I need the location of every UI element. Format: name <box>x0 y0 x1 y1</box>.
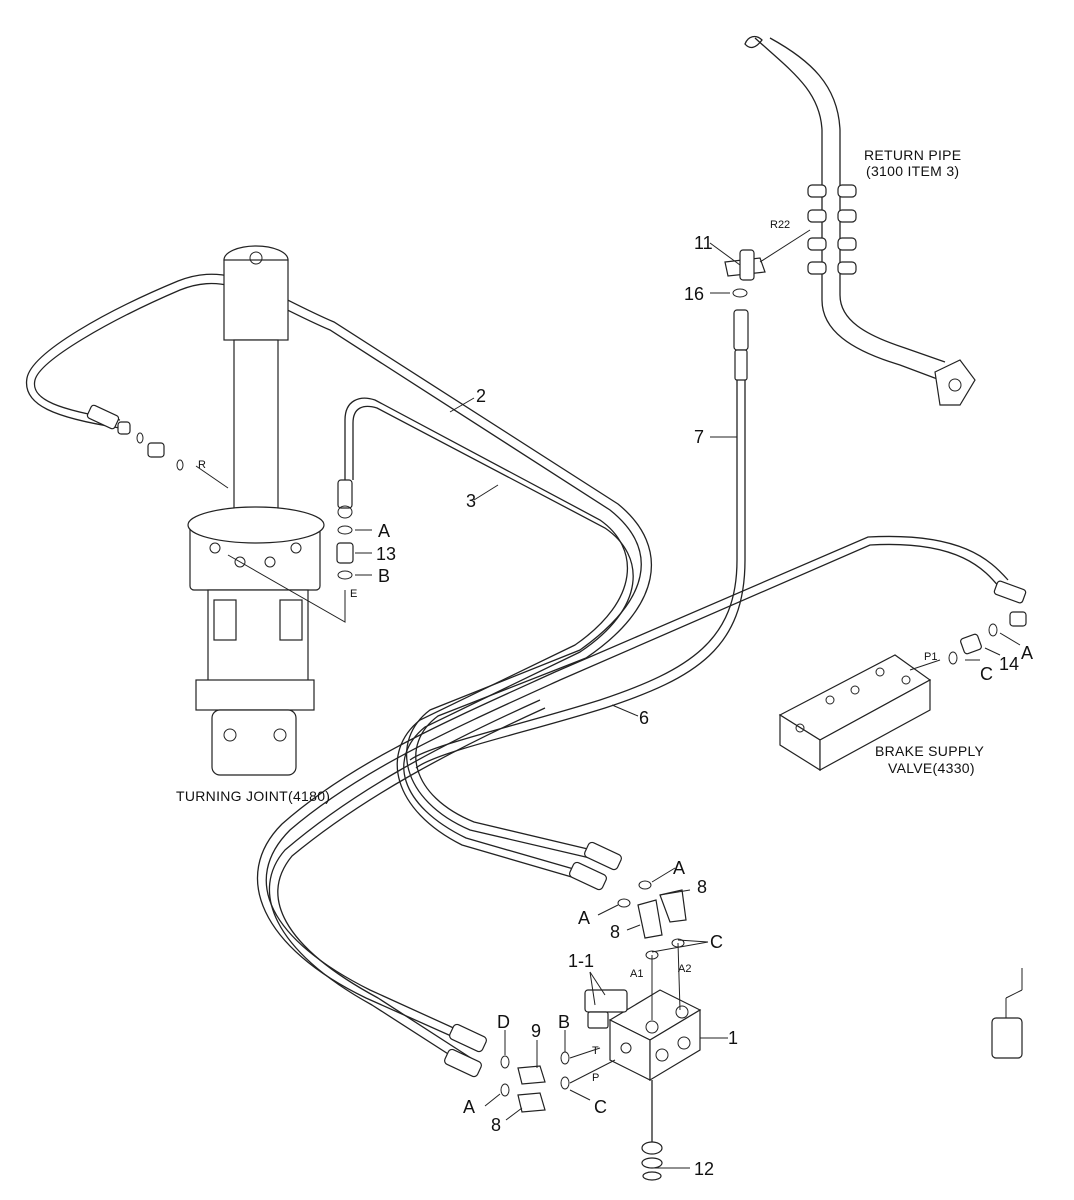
callout-item-14: 14 <box>999 654 1019 674</box>
solenoid-1-1 <box>584 989 628 1029</box>
o-ring-16 <box>732 288 748 298</box>
callout-ring-a-joint: A <box>378 521 390 541</box>
callout-item-12: 12 <box>694 1159 714 1179</box>
o-ring-b-joint <box>337 570 353 580</box>
hose-2 <box>25 273 653 859</box>
port-mark-r22: R22 <box>770 219 790 231</box>
brake-valve-caption-line2: VALVE(4330) <box>888 760 975 776</box>
port-mark-t: T <box>592 1045 599 1057</box>
o-ring-a-joint <box>337 525 353 535</box>
callout-ring-b-block: B <box>558 1012 570 1032</box>
elbow-9 <box>517 1065 546 1085</box>
callout-ring-a-low: A <box>463 1097 475 1117</box>
callout-ring-c-block: C <box>710 932 723 952</box>
hose-7 <box>409 309 749 769</box>
callout-item-8-top: 8 <box>697 877 707 897</box>
tee-fitting-11 <box>724 229 811 281</box>
elbow-8-mid <box>637 899 663 939</box>
return-pipe-caption-line1: RETURN PIPE <box>864 147 961 163</box>
callout-item-7: 7 <box>694 427 704 447</box>
callout-ring-d: D <box>497 1012 510 1032</box>
callout-item-1-1: 1-1 <box>568 951 594 971</box>
leader-r <box>195 465 229 489</box>
hose-3 <box>344 397 634 881</box>
callout-item-9: 9 <box>531 1021 541 1041</box>
return-pipe-caption-line2: (3100 ITEM 3) <box>866 163 959 179</box>
callout-ring-b-joint: B <box>378 566 390 586</box>
callout-item-16: 16 <box>684 284 704 304</box>
brake-supply-valve <box>778 654 932 772</box>
callout-item-11: 11 <box>694 233 713 253</box>
adapter-14 <box>960 633 982 655</box>
o-ring-d <box>500 1055 510 1069</box>
port-mark-p: P <box>592 1072 599 1084</box>
callout-item-8-bottom: 8 <box>491 1115 501 1135</box>
hose-end-fittings <box>86 404 1027 1078</box>
elbow-8-top <box>659 889 687 923</box>
adapter-13 <box>336 542 354 564</box>
o-ring-a-mid <box>617 898 631 908</box>
port-mark-a2: A2 <box>678 963 691 975</box>
callout-item-3: 3 <box>466 491 476 511</box>
hose-6 <box>256 535 1009 1069</box>
callout-item-1: 1 <box>728 1028 738 1048</box>
turning-joint-caption: TURNING JOINT(4180) <box>176 788 330 804</box>
callout-leaders <box>355 242 1021 1169</box>
callout-item-13: 13 <box>376 544 396 564</box>
manifold-block-1 <box>608 989 702 1082</box>
o-ring-a-low <box>500 1083 510 1097</box>
o-ring-b-block <box>560 1051 570 1065</box>
port-mark-r: R <box>198 459 206 471</box>
return-pipe-fittings <box>807 184 857 275</box>
solenoid-detail <box>991 968 1023 1059</box>
callout-item-8-mid: 8 <box>610 922 620 942</box>
return-pipe <box>744 35 976 406</box>
leader-p1 <box>909 659 941 671</box>
turning-joint <box>187 245 325 776</box>
o-ring-a-brake <box>988 623 998 637</box>
callout-item-2: 2 <box>476 386 486 406</box>
elbow-8-bottom <box>517 1092 546 1113</box>
callout-item-6: 6 <box>639 708 649 728</box>
callout-ring-c-brake: C <box>980 664 993 684</box>
o-ring-c-brake <box>948 651 958 665</box>
callout-ring-a-brake: A <box>1021 643 1033 663</box>
port-mark-a1: A1 <box>630 968 643 980</box>
o-ring-c-low <box>560 1076 570 1090</box>
brake-valve-caption-line1: BRAKE SUPPLY <box>875 743 985 759</box>
callout-ring-a-upper: A <box>673 858 685 878</box>
return-pipe-flange <box>934 359 976 406</box>
callout-ring-a-mid: A <box>578 908 590 928</box>
leader-e <box>227 554 346 623</box>
port-mark-e: E <box>350 588 357 600</box>
bolt-12 <box>641 1080 663 1181</box>
callout-ring-c-low: C <box>594 1097 607 1117</box>
o-ring-a-upper <box>638 880 652 890</box>
port-mark-p1: P1 <box>924 651 937 663</box>
